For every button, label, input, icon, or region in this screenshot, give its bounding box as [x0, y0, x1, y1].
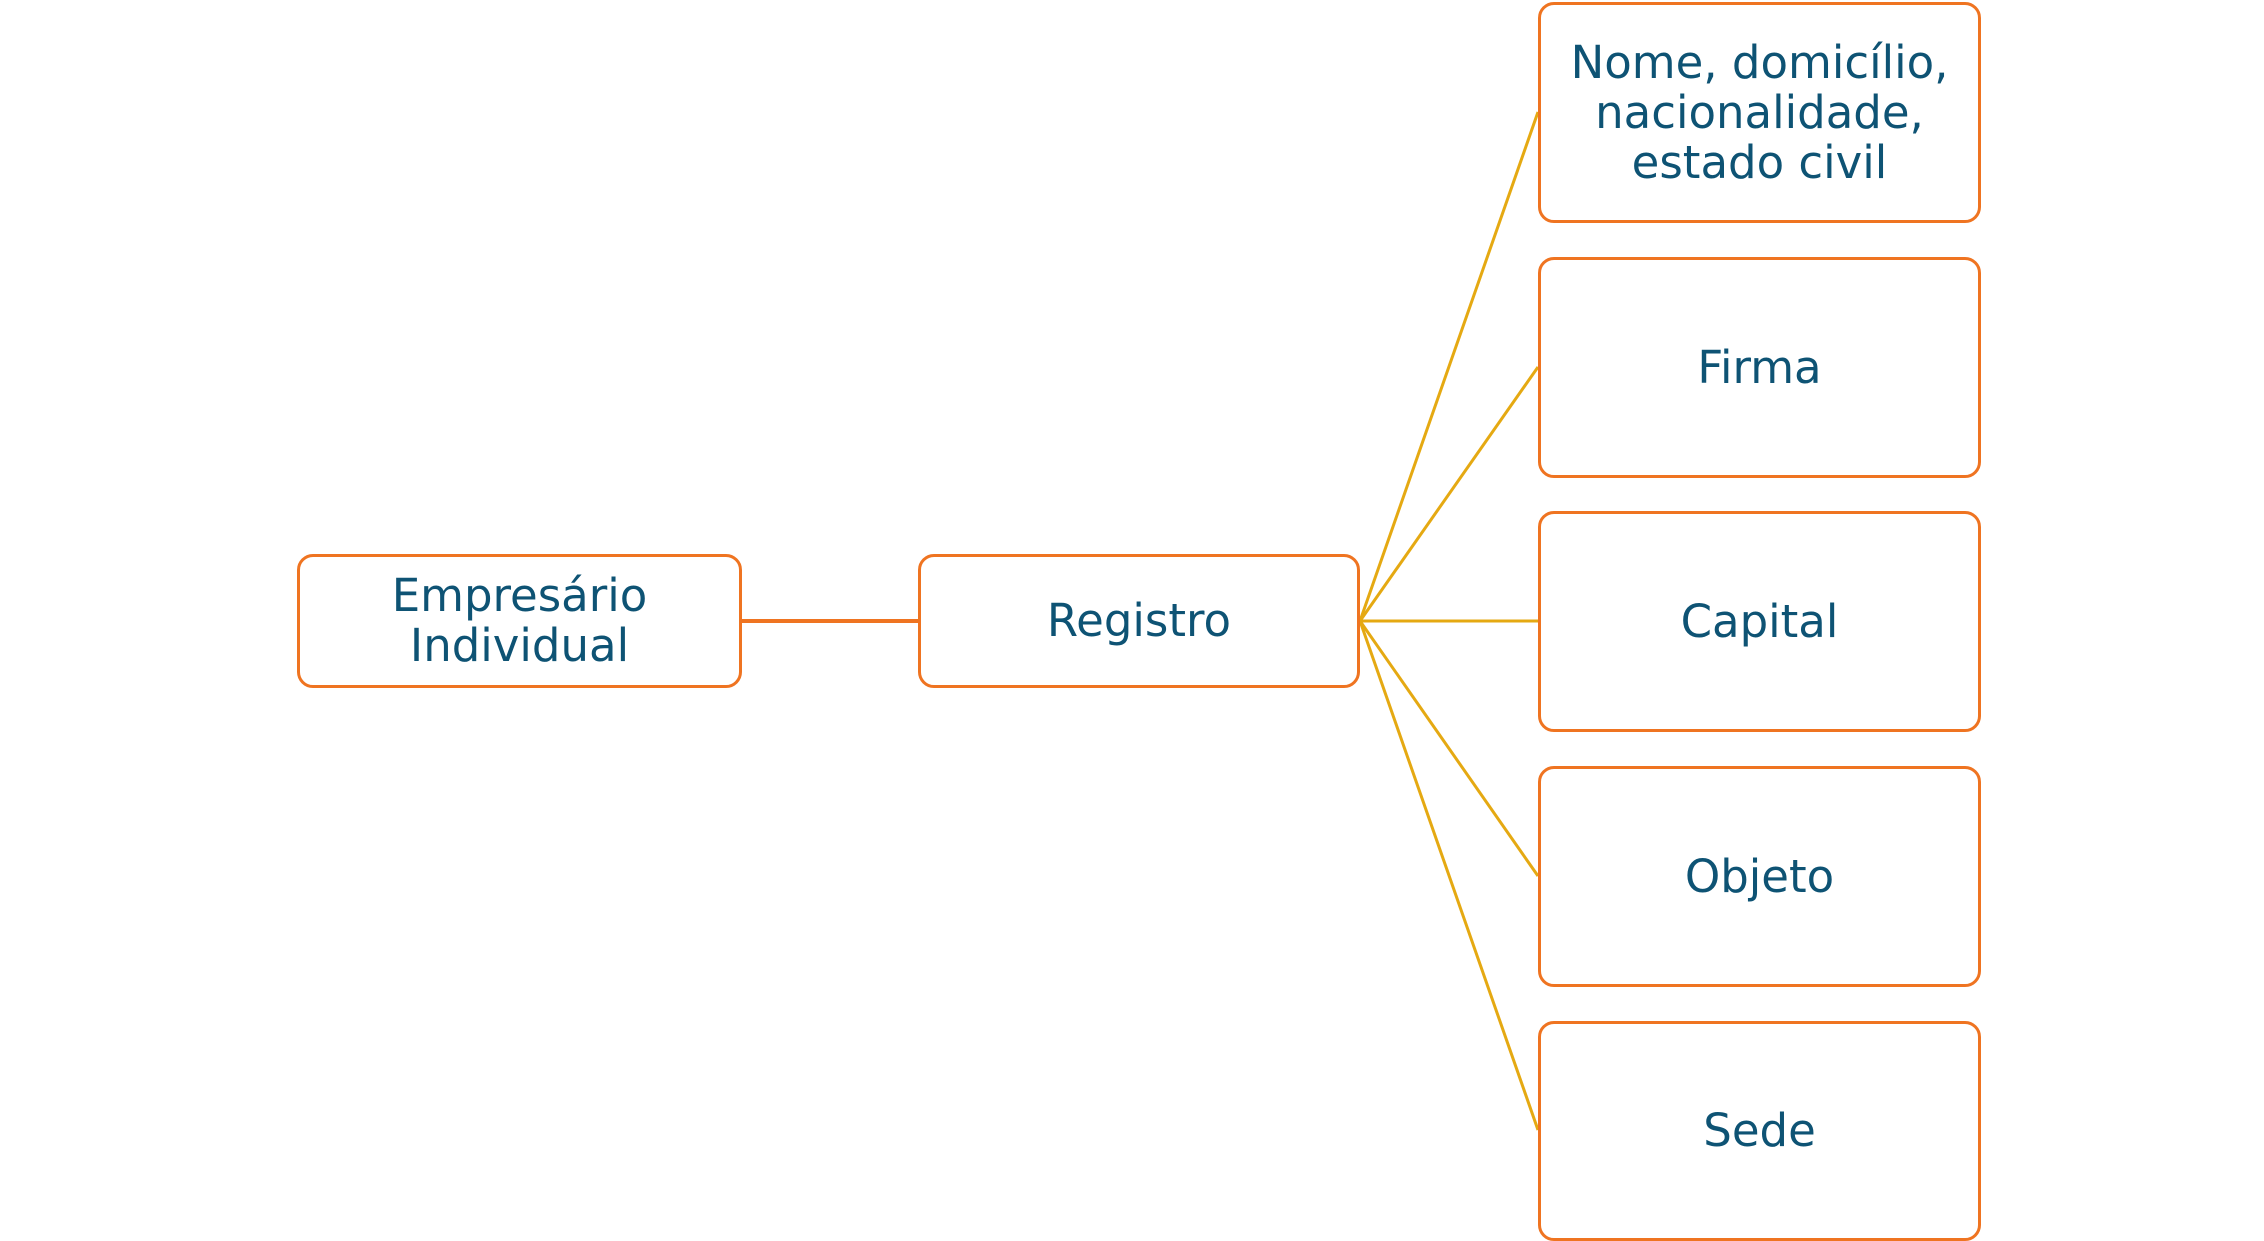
node-registro: Registro [918, 554, 1360, 688]
connector-registro-child-4 [1358, 620, 1540, 877]
node-firma: Firma [1538, 257, 1981, 478]
node-nome-domicilio: Nome, domicílio, nacionalidade, estado c… [1538, 2, 1981, 223]
node-label: Empresário Individual [391, 569, 648, 672]
node-label: Sede [1703, 1104, 1816, 1157]
connector-registro-child-2 [1358, 366, 1540, 622]
node-label: Firma [1697, 340, 1822, 394]
node-label: Capital [1680, 594, 1839, 648]
node-capital: Capital [1538, 511, 1981, 732]
node-objeto: Objeto [1538, 766, 1981, 987]
connector-registro-child-1 [1358, 111, 1540, 622]
node-empresario-individual: Empresário Individual [297, 554, 742, 688]
node-label: Nome, domicílio, nacionalidade, estado c… [1570, 35, 1949, 189]
node-label: Objeto [1684, 849, 1835, 903]
node-label: Registro [1046, 594, 1232, 647]
connector-registro-child-5 [1358, 620, 1540, 1131]
node-sede: Sede [1538, 1021, 1981, 1241]
